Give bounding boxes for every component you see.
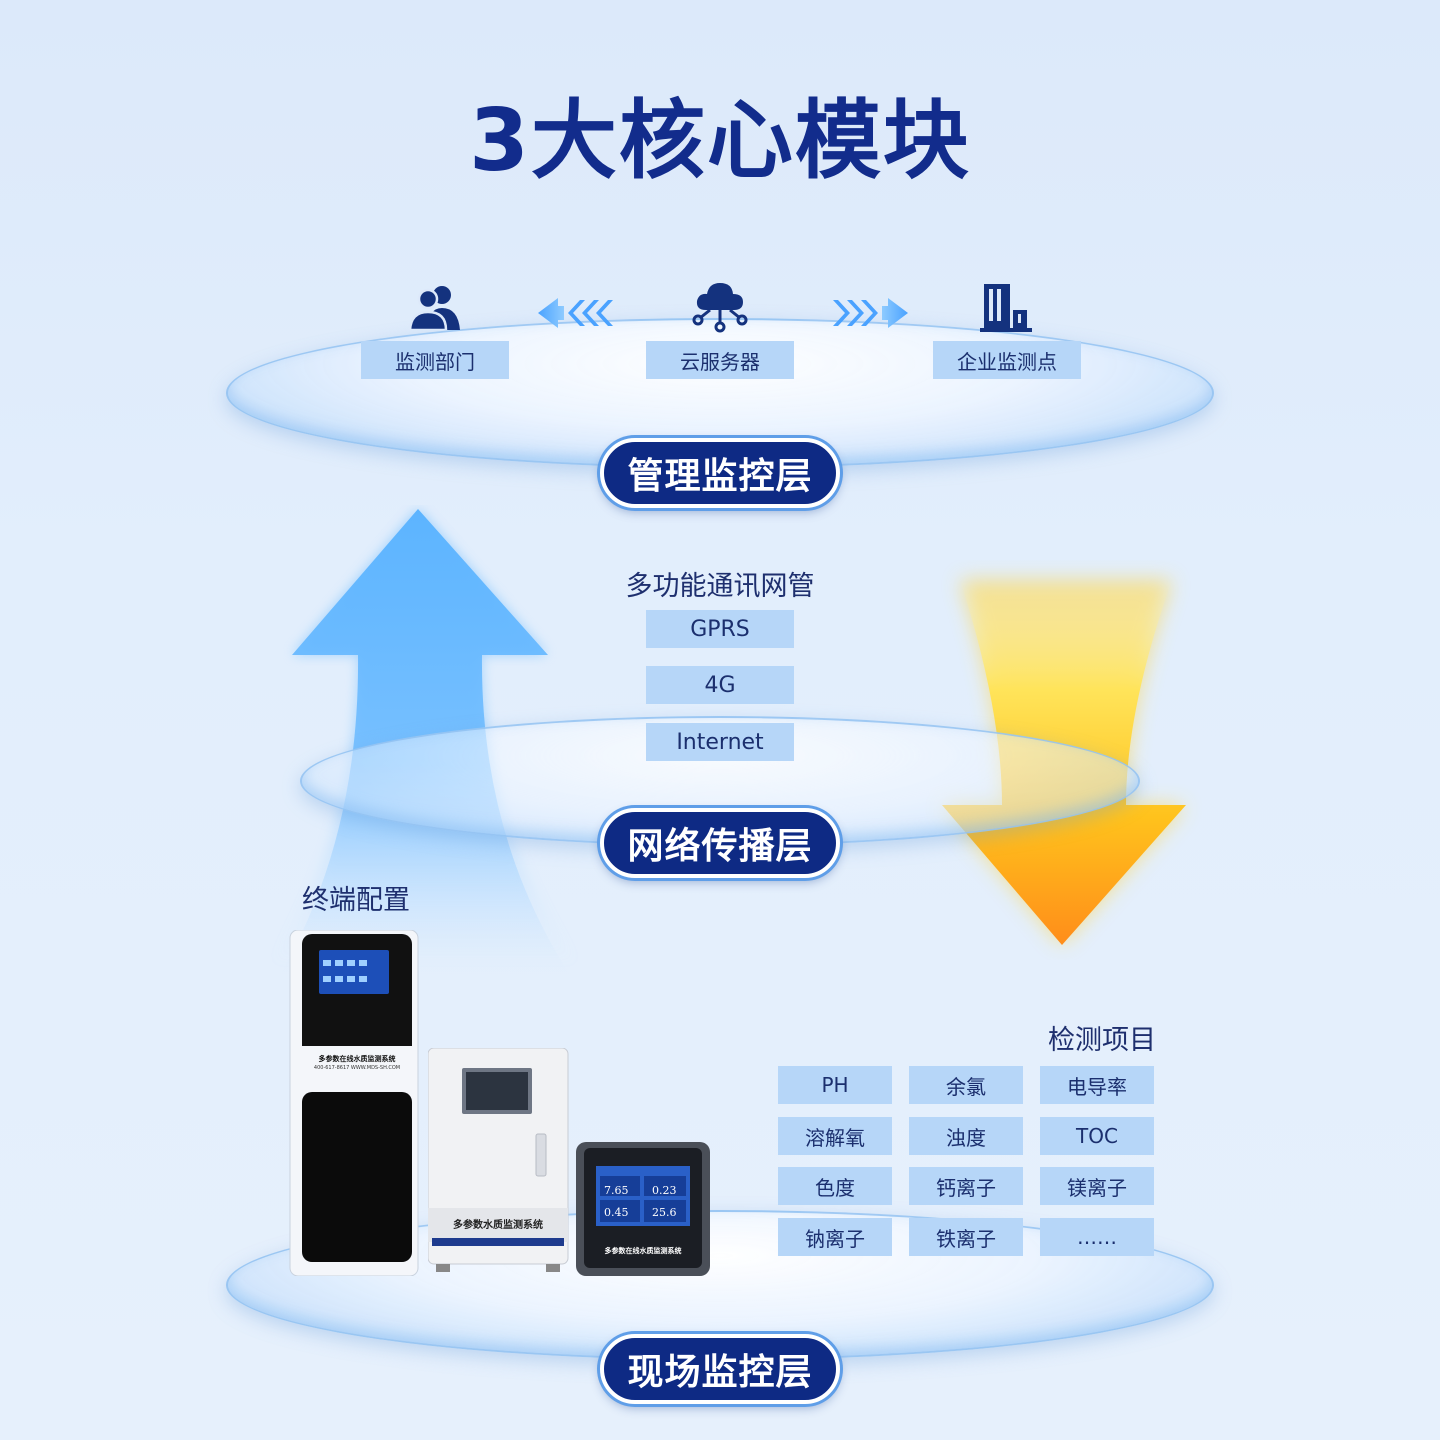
terminal-config-heading: 终端配置	[302, 885, 410, 916]
field-layer-label: 现场监控层	[600, 1334, 840, 1404]
tall-cabinet-device: 多参数在线水质监测系统 400-617-8617 WWW.MDS-SH.COM	[288, 929, 420, 1277]
users-icon	[408, 284, 464, 330]
node-monitoring-department: 监测部门	[361, 341, 509, 379]
arrows-left-icon	[538, 296, 618, 330]
detection-item: 电导率	[1040, 1066, 1154, 1104]
network-item-4g: 4G	[646, 666, 794, 704]
detection-item: 钙离子	[909, 1167, 1023, 1205]
detection-items-heading: 检测项目	[1048, 1025, 1156, 1056]
small-device-name: 多参数在线水质监测系统	[604, 1247, 682, 1255]
mid-device-name: 多参数水质监测系统	[453, 1220, 543, 1231]
network-layer-label: 网络传播层	[600, 808, 840, 878]
reading-3: 0.45	[604, 1206, 629, 1219]
reading-1: 7.65	[604, 1184, 629, 1197]
detection-item: 浊度	[909, 1117, 1023, 1155]
cloud-network-icon	[692, 278, 748, 334]
node-cloud-server: 云服务器	[646, 341, 794, 379]
controller-device: 7.65 0.23 0.45 25.6 多参数在线水质监测系统	[576, 1142, 712, 1276]
detection-item: 镁离子	[1040, 1167, 1154, 1205]
detection-item: 色度	[778, 1167, 892, 1205]
detection-item: TOC	[1040, 1117, 1154, 1155]
detection-item: ……	[1040, 1218, 1154, 1256]
network-heading: 多功能通讯网管	[625, 571, 815, 602]
tall-device-name: 多参数在线水质监测系统	[318, 1055, 396, 1063]
arrows-right-icon	[828, 296, 908, 330]
node-enterprise-monitoring-point: 企业监测点	[933, 341, 1081, 379]
detection-item: PH	[778, 1066, 892, 1104]
reading-4: 25.6	[652, 1206, 677, 1219]
detection-item: 溶解氧	[778, 1117, 892, 1155]
detection-item: 余氯	[909, 1066, 1023, 1104]
white-cabinet-device: 多参数水质监测系统	[427, 1047, 570, 1274]
reading-2: 0.23	[652, 1184, 677, 1197]
management-layer-label: 管理监控层	[600, 438, 840, 508]
detection-item: 铁离子	[909, 1218, 1023, 1256]
buildings-icon	[980, 282, 1034, 332]
network-item-internet: Internet	[646, 723, 794, 761]
tall-device-contact: 400-617-8617 WWW.MDS-SH.COM	[313, 1065, 401, 1071]
detection-item: 钠离子	[778, 1218, 892, 1256]
network-item-gprs: GPRS	[646, 610, 794, 648]
page-title: 3大核心模块	[469, 91, 971, 191]
